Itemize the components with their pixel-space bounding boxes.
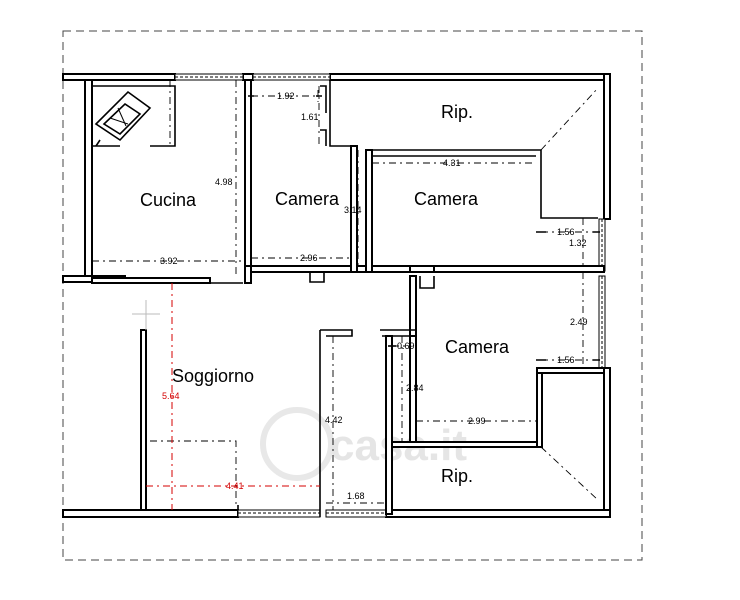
kitchen-counter xyxy=(92,80,176,147)
dimension-label: 4.98 xyxy=(215,177,233,187)
windows xyxy=(174,73,606,518)
dimension-label: 5.64 xyxy=(162,391,180,401)
dimension-label: 4.42 xyxy=(325,415,343,425)
dimension-label: 1.68 xyxy=(347,491,365,501)
dimension-label: 3.14 xyxy=(344,205,362,215)
room-label-camera-1: Camera xyxy=(275,189,340,209)
sheet-border xyxy=(62,30,643,561)
dimension-label: 0.69 xyxy=(397,341,415,351)
sink-icon xyxy=(94,90,152,147)
dimension-label: 1.56 xyxy=(557,227,575,237)
room-label-rip-top: Rip. xyxy=(441,102,473,122)
dimension-label: 2.84 xyxy=(406,383,424,393)
dimension-label: 1.32 xyxy=(569,238,587,248)
interior-walls xyxy=(91,79,605,517)
dimension-label: 1.61 xyxy=(301,112,319,122)
cross-mark-icon xyxy=(132,300,160,330)
dimension-label: 2.49 xyxy=(570,317,588,327)
dimension-label: 1.56 xyxy=(557,355,575,365)
room-label-rip-bottom: Rip. xyxy=(441,466,473,486)
dimension-label: 1.92 xyxy=(277,91,295,101)
room-labels: Cucina Camera Camera Camera Soggiorno Ri… xyxy=(140,102,510,486)
dimension-label: 4.31 xyxy=(443,158,461,168)
room-label-cucina: Cucina xyxy=(140,190,197,210)
watermark-logo-icon xyxy=(260,407,334,481)
dimension-label: 4.41 xyxy=(226,481,244,491)
dimension-labels: 1.92 1.61 4.31 4.98 3.14 3.92 2.96 1.56 … xyxy=(160,91,588,501)
dimension-label: 2.96 xyxy=(300,253,318,263)
room-label-camera-2: Camera xyxy=(414,189,479,209)
dimension-lines xyxy=(92,80,600,510)
room-label-soggiorno: Soggiorno xyxy=(172,366,254,386)
dimension-label: 2.99 xyxy=(468,416,486,426)
room-label-camera-3: Camera xyxy=(445,337,510,357)
dimension-label: 3.92 xyxy=(160,256,178,266)
